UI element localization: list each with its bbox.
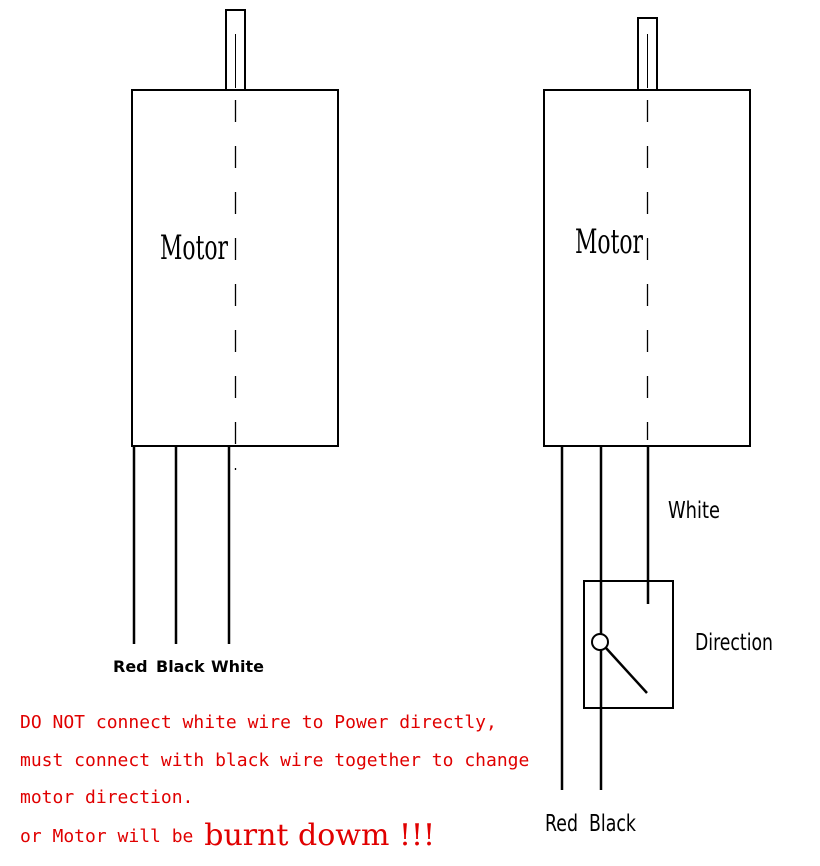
warning-line-3: motor direction. xyxy=(20,787,194,808)
direction-switch-lever xyxy=(605,647,648,694)
warning-line-1: DO NOT connect white wire to Power direc… xyxy=(20,712,497,733)
right-motor: Motor White Direction Red Black xyxy=(543,17,773,837)
right-wire-label-white: White xyxy=(668,498,720,524)
direction-switch xyxy=(583,580,674,709)
warning-emphasis: burnt dowm !!! xyxy=(204,817,436,853)
left-motor: Motor Red Black White xyxy=(113,9,339,676)
right-wire-label-red: Red xyxy=(545,811,578,837)
right-motor-label: Motor xyxy=(575,222,643,262)
right-wire-label-black: Black xyxy=(589,811,637,837)
warning-line-2: must connect with black wire together to… xyxy=(20,749,530,771)
warning-line-4: or Motor will be burnt dowm !!! xyxy=(20,817,529,856)
left-wire-label-red: Red xyxy=(113,657,148,676)
warning-note: DO NOT connect white wire to Power direc… xyxy=(20,704,529,855)
left-wire-label-black: Black xyxy=(156,657,205,676)
left-motor-label: Motor xyxy=(160,228,228,268)
warning-line-4-prefix: or Motor will be xyxy=(20,825,205,847)
direction-switch-box xyxy=(583,580,674,709)
direction-switch-label: Direction xyxy=(695,630,773,656)
left-wire-label-white: White xyxy=(211,657,264,676)
direction-switch-pivot xyxy=(591,633,609,651)
